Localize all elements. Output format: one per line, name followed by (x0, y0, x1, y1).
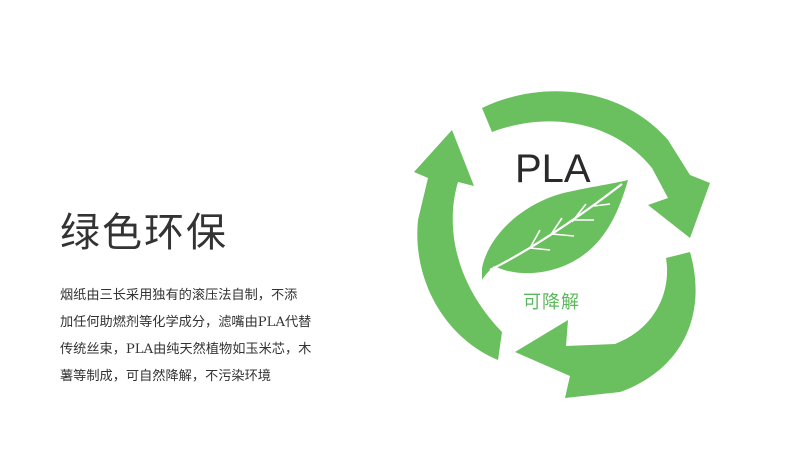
body-line: 传统丝束，PLA由纯天然植物如玉米芯，木 (60, 342, 312, 357)
recycle-arrows-icon (414, 91, 710, 398)
body-line: 烟纸由三长采用独有的滚压法自制，不添 (60, 288, 298, 303)
slide-body-text: 烟纸由三长采用独有的滚压法自制，不添 加任何助燃剂等化学成分，滤嘴由PLA代替 … (60, 282, 360, 390)
leaf-icon (482, 180, 628, 280)
recycle-graphic: PLA 可降解 (390, 80, 730, 410)
biodegradable-label: 可降解 (523, 292, 580, 313)
pla-label: PLA (515, 147, 591, 191)
body-line: 薯等制成，可自然降解，不污染环境 (60, 369, 271, 384)
body-line: 加任何助燃剂等化学成分，滤嘴由PLA代替 (60, 315, 312, 330)
recycle-svg: PLA 可降解 (414, 91, 710, 398)
slide-title: 绿色环保 (60, 210, 228, 256)
